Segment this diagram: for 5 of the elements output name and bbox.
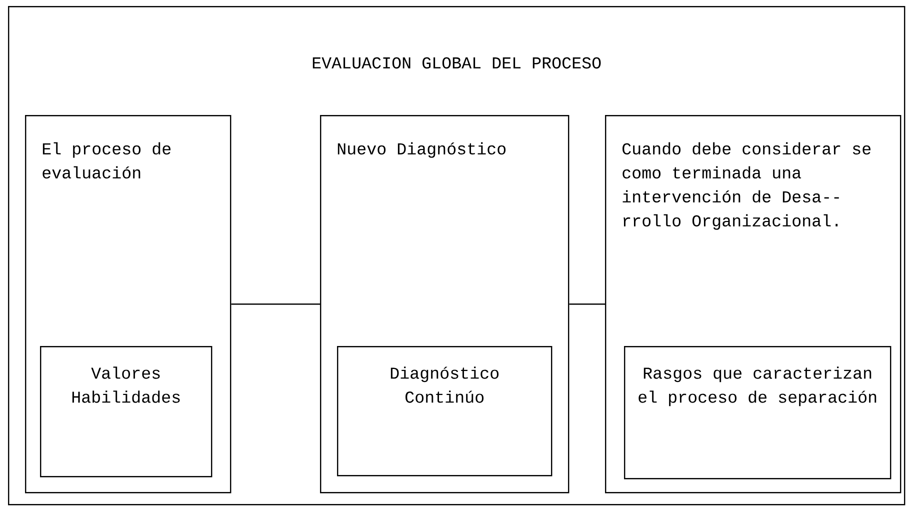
connector-line xyxy=(231,304,320,305)
inner-box: Valores Habilidades xyxy=(40,346,212,478)
inner-box: Diagnóstico Continúo xyxy=(337,346,552,476)
connector-line xyxy=(569,304,605,305)
inner-box: Rasgos que caracterizan el proceso de separación xyxy=(624,346,892,480)
